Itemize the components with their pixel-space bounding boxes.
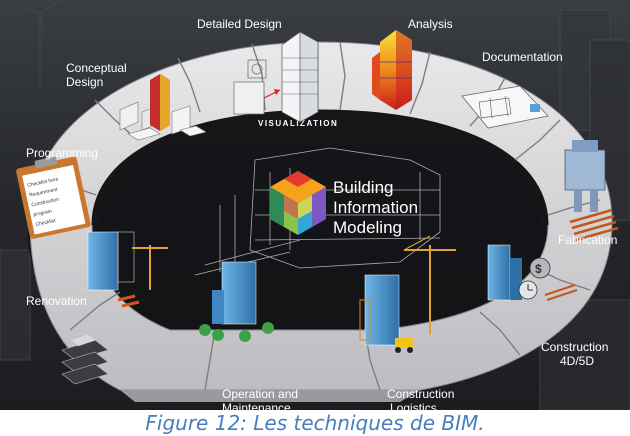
- bim-title-line-2: Information: [333, 198, 418, 217]
- stage-label-fabrication: Fabrication: [558, 233, 617, 247]
- clipboard-line-4: program: [33, 208, 52, 218]
- construction-logistics-icon: [359, 235, 456, 353]
- visualization-label: VISUALIZATION: [258, 119, 338, 128]
- ring-tail: [120, 390, 420, 402]
- stage-label-conceptual-line-2: Design: [66, 75, 103, 89]
- stage-label-conceptual-line-1: Conceptual: [66, 61, 127, 75]
- stage-label-programming: Programming: [26, 146, 98, 160]
- stage-label-documentation: Documentation: [482, 50, 563, 64]
- programming-clipboard-icon: Checklist here Requirement Construction …: [16, 156, 91, 239]
- stage-label-construction-4d5d-line-2: 4D/5D: [560, 354, 594, 368]
- fabrication-machine-icon: [564, 140, 619, 242]
- bottom-left-model-icon: [61, 333, 109, 385]
- clipboard-line-2: Requirement: [29, 187, 59, 199]
- figure-caption: Figure 12: Les techniques de BIM.: [0, 410, 630, 436]
- dollar-icon: $: [535, 262, 542, 276]
- stage-label-operation-line-1: Operation and: [222, 387, 298, 401]
- conceptual-design-model-icon: [119, 74, 207, 141]
- documentation-drawing-icon: [461, 85, 549, 129]
- clipboard-line-5: Checklist: [35, 218, 57, 228]
- stage-label-logistics-line-1: Construction: [387, 387, 454, 401]
- renovation-building-icon: [87, 231, 168, 308]
- ring-inner-band: [91, 109, 549, 226]
- construction-4d5d-icon: $: [487, 244, 578, 301]
- clipboard-line-3: Construction: [31, 197, 60, 209]
- operation-maintenance-building-icon: [199, 261, 274, 342]
- bim-title-line-1: Building: [333, 178, 394, 197]
- stage-label-detailed-design: Detailed Design: [197, 17, 282, 31]
- stage-label-renovation: Renovation: [26, 294, 87, 308]
- stage-label-construction-4d5d-line-1: Construction: [541, 340, 608, 354]
- analysis-heatmap-building-icon: [372, 30, 412, 110]
- bim-title-line-3: Modeling: [333, 218, 402, 237]
- bim-logo: [270, 171, 326, 235]
- stage-label-analysis: Analysis: [408, 17, 453, 31]
- detailed-design-building-icon: [233, 31, 319, 123]
